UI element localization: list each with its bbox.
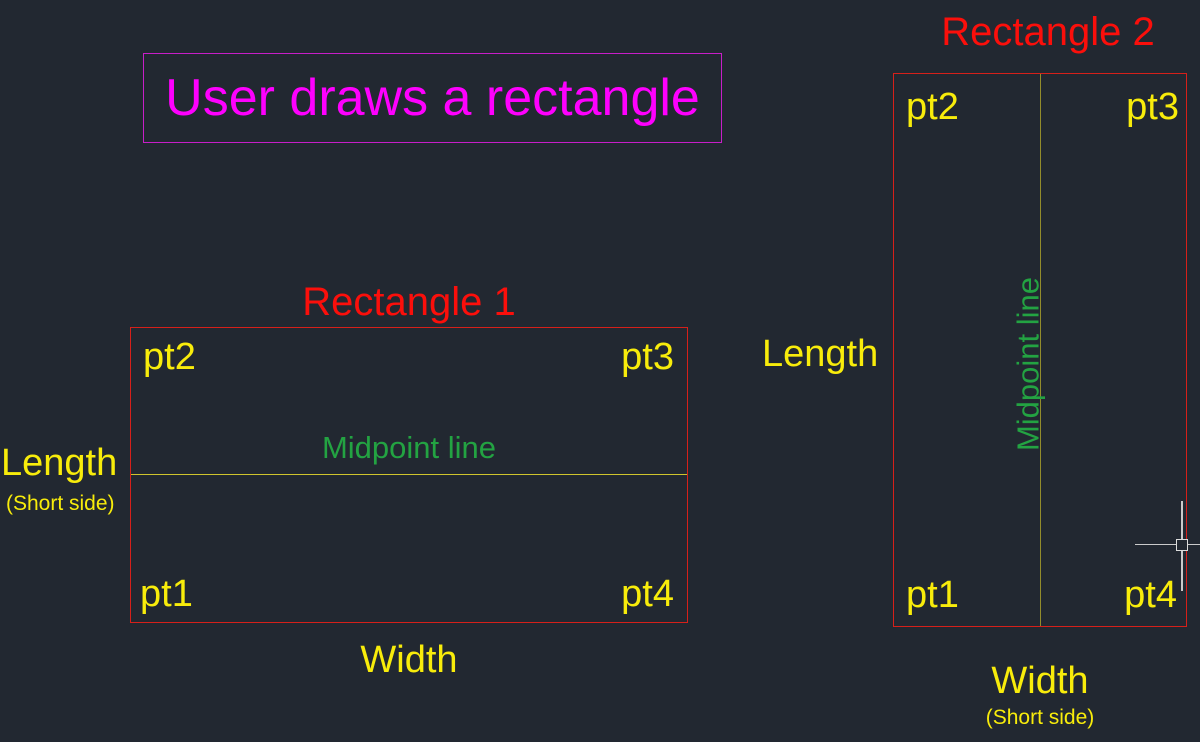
rectangle2-length-label: Length <box>762 333 879 375</box>
rectangle1-title: Rectangle 1 <box>302 280 516 324</box>
rectangle2-shape[interactable]: pt2 pt3 pt1 pt4 Midpoint line <box>893 73 1187 627</box>
rectangle1-length-label: Length <box>1 442 118 484</box>
annotation-text: User draws a rectangle <box>165 69 700 127</box>
rectangle1-length-sublabel: (Short side) <box>6 492 115 515</box>
rectangle1-pt2-label: pt2 <box>143 336 196 378</box>
rectangle1-midpoint-line[interactable] <box>131 474 687 475</box>
annotation-callout-box[interactable]: User draws a rectangle <box>143 53 722 143</box>
pickbox-icon <box>1176 539 1188 551</box>
rectangle2-width-label: Width <box>991 660 1089 702</box>
rectangle1-midpoint-label: Midpoint line <box>321 430 497 465</box>
rectangle1-pt3-label: pt3 <box>621 336 674 378</box>
rectangle1-shape[interactable]: pt2 pt3 pt1 pt4 Midpoint line <box>130 327 688 623</box>
rectangle1-pt4-label: pt4 <box>621 573 674 615</box>
rectangle2-title: Rectangle 2 <box>941 10 1155 54</box>
rectangle2-pt2-label: pt2 <box>906 86 959 128</box>
crosshair-horizontal-line <box>1135 544 1200 546</box>
rectangle2-pt4-label: pt4 <box>1124 574 1177 616</box>
rectangle1-width-label: Width <box>360 639 458 681</box>
rectangle2-pt3-label: pt3 <box>1126 86 1179 128</box>
rectangle2-pt1-label: pt1 <box>906 574 959 616</box>
rectangle2-width-sublabel: (Short side) <box>985 706 1095 729</box>
rectangle2-midpoint-label: Midpoint line <box>1010 276 1046 452</box>
rectangle2-midpoint-line[interactable] <box>1039 74 1041 626</box>
rectangle1-pt1-label: pt1 <box>140 573 193 615</box>
